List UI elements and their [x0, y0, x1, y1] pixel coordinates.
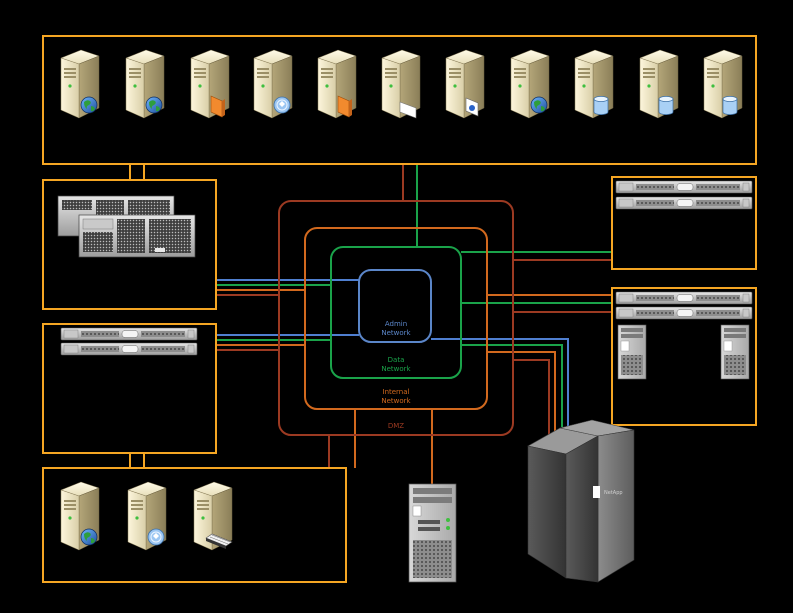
rack-1u-server-icon [60, 342, 198, 356]
bottom-server-group [42, 467, 347, 583]
zone-data-label-line2: Network [381, 365, 411, 373]
right-lower-server-group [611, 287, 757, 426]
directory-server-icon [253, 49, 293, 119]
tower-rack-server-icon [78, 214, 196, 258]
web-server-icon [510, 49, 550, 119]
tower-workstation-icon [617, 324, 647, 380]
data-entry-server-icon [193, 481, 233, 551]
application-server-icon [317, 49, 357, 119]
file-server-icon [381, 49, 421, 119]
zone-data: Data Network [330, 246, 462, 379]
netapp-logo-text: NetApp [604, 490, 623, 496]
zone-dmz-label: DMZ [388, 422, 404, 430]
rack-1u-server-icon [615, 180, 753, 194]
zone-internal: Internal Network [304, 227, 488, 410]
netapp-storage-cabinet-icon: NetApp [527, 419, 635, 583]
left-upper-server-group [42, 179, 217, 310]
web-server-icon [60, 49, 100, 119]
database-server-icon [703, 49, 743, 119]
zone-data-label-line1: Data [388, 356, 405, 364]
netapp-logo-icon [593, 486, 600, 498]
zone-admin: Admin Network [358, 269, 432, 343]
web-server-icon [125, 49, 165, 119]
web-server-icon [60, 481, 100, 551]
zone-internal-label-line1: Internal [383, 388, 410, 396]
rack-1u-server-icon [615, 306, 753, 320]
top-server-group [42, 35, 757, 165]
directory-server-icon [127, 481, 167, 551]
zone-admin-label-line2: Network [381, 329, 411, 337]
cables [129, 164, 612, 484]
database-server-icon [574, 49, 614, 119]
zone-dmz: DMZ [278, 200, 514, 436]
rack-1u-server-icon [615, 291, 753, 305]
rack-1u-server-icon [60, 327, 198, 341]
tower-workstation-icon [720, 324, 750, 380]
print-server-icon [445, 49, 485, 119]
tower-workstation-icon [408, 483, 457, 583]
right-upper-server-group [611, 176, 757, 270]
zone-internal-label-line2: Network [381, 397, 411, 405]
database-server-icon [639, 49, 679, 119]
application-server-icon [190, 49, 230, 119]
rack-1u-server-icon [615, 196, 753, 210]
zone-admin-label-line1: Admin [385, 320, 407, 328]
left-lower-server-group [42, 323, 217, 454]
